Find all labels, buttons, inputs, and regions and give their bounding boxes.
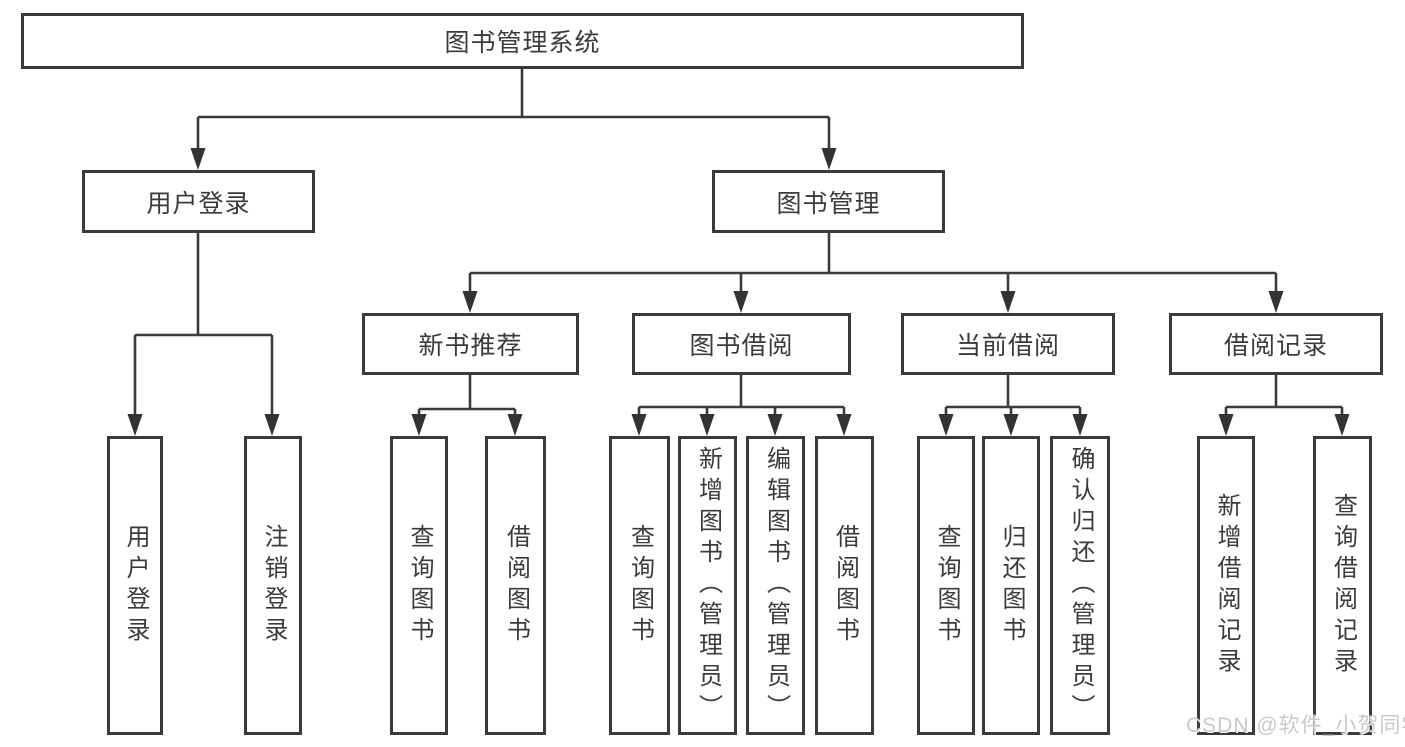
leaf-borrow-books-2: 借阅图书 <box>815 436 874 735</box>
node-current-borrowing: 当前借阅 <box>901 313 1115 375</box>
leaf-user-login-label: 用户登录 <box>122 523 149 648</box>
node-user-login: 用户登录 <box>82 170 315 233</box>
leaf-add-borrow-record-label: 新增借阅记录 <box>1213 492 1240 679</box>
node-borrow-records: 借阅记录 <box>1169 313 1383 375</box>
leaf-logout: 注销登录 <box>244 436 302 735</box>
leaf-return-book-label: 归还图书 <box>998 523 1025 648</box>
leaf-borrow-books-1: 借阅图书 <box>485 436 546 735</box>
node-new-book-recommend: 新书推荐 <box>362 313 579 375</box>
leaf-confirm-return-admin: 确认归还（管理员） <box>1050 436 1110 735</box>
node-book-borrowing: 图书借阅 <box>632 313 851 375</box>
leaf-edit-book-admin: 编辑图书（管理员） <box>746 436 805 735</box>
leaf-confirm-return-admin-label: 确认归还（管理员） <box>1067 446 1094 725</box>
node-root-system: 图书管理系统 <box>21 13 1024 69</box>
leaf-query-books-1: 查询图书 <box>390 436 448 735</box>
leaf-query-books-3-label: 查询图书 <box>933 523 960 648</box>
leaf-add-book-admin-label: 新增图书（管理员） <box>694 446 722 725</box>
leaf-return-book: 归还图书 <box>982 436 1040 735</box>
leaf-add-borrow-record: 新增借阅记录 <box>1197 436 1255 735</box>
arrowheads <box>127 148 1350 436</box>
leaf-query-books-3: 查询图书 <box>917 436 975 735</box>
leaf-user-login: 用户登录 <box>107 436 163 735</box>
leaf-query-borrow-record-label: 查询借阅记录 <box>1329 492 1357 679</box>
leaf-logout-label: 注销登录 <box>260 523 287 648</box>
leaf-query-borrow-record: 查询借阅记录 <box>1313 436 1372 735</box>
leaf-add-book-admin: 新增图书（管理员） <box>678 436 737 735</box>
leaf-query-books-1-label: 查询图书 <box>406 523 433 648</box>
leaf-borrow-books-2-label: 借阅图书 <box>831 523 859 648</box>
leaf-edit-book-admin-label: 编辑图书（管理员） <box>762 446 790 725</box>
node-book-management: 图书管理 <box>712 170 945 233</box>
csdn-watermark: CSDN @软件_小贺同学 <box>1186 714 1405 737</box>
leaf-query-books-2: 查询图书 <box>609 436 670 735</box>
leaf-borrow-books-1-label: 借阅图书 <box>502 523 530 648</box>
leaf-query-books-2-label: 查询图书 <box>626 523 654 648</box>
